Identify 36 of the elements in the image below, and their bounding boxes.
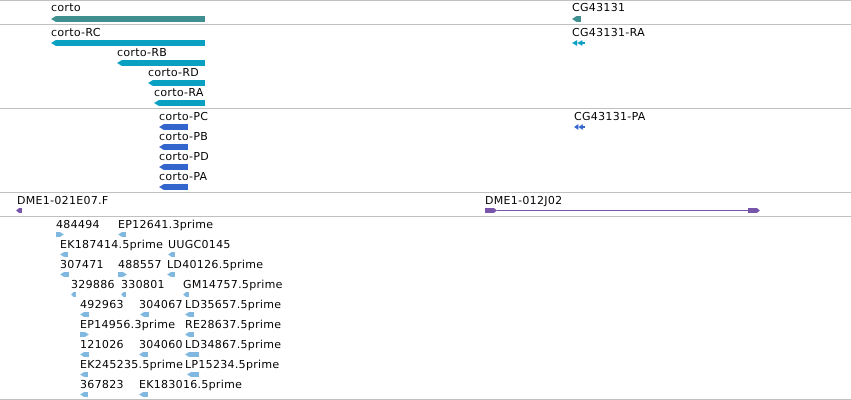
- feature-label: 488557: [118, 259, 162, 271]
- feature-label: EK183016.5prime: [139, 379, 242, 391]
- feature-label: corto-PA: [159, 171, 208, 183]
- feature-label: DME1-021E07.F: [17, 195, 109, 207]
- feature-label: LD40126.5prime: [167, 259, 264, 271]
- feature-label: EK245235.5prime: [80, 359, 184, 371]
- feature-label: corto-PC: [159, 111, 208, 123]
- feature-label: CG43131-PA: [574, 111, 646, 123]
- feature-label: 329886: [71, 279, 115, 291]
- feature-label: corto-RC: [51, 27, 102, 39]
- feature-label: corto-RA: [154, 87, 205, 99]
- feature-label: 304060: [139, 339, 183, 351]
- feature-label: DME1-012J02: [485, 195, 564, 207]
- feature-label: EP14956.3prime: [80, 319, 176, 331]
- feature-label: corto: [51, 2, 82, 14]
- feature-label: 484494: [56, 219, 100, 231]
- feature-label: CG43131: [572, 2, 626, 14]
- feature-label: 492963: [80, 299, 124, 311]
- feature-label: 307471: [60, 259, 104, 271]
- feature-label: EK187414.5prime: [60, 239, 164, 251]
- feature-label: 121026: [80, 339, 124, 351]
- feature-label: corto-RB: [117, 47, 168, 59]
- feature-label: 330801: [121, 279, 165, 291]
- feature-label: 304067: [139, 299, 183, 311]
- feature-label: LP15234.5prime: [185, 359, 280, 371]
- feature-label: LD34867.5prime: [185, 339, 282, 351]
- feature-label: 367823: [80, 379, 124, 391]
- feature-label: EP12641.3prime: [118, 219, 214, 231]
- feature-label: corto-PD: [159, 151, 210, 163]
- feature-label: corto-RD: [148, 67, 200, 79]
- feature-label: corto-PB: [159, 131, 208, 143]
- feature-label: GM14757.5prime: [183, 279, 283, 291]
- feature-label: CG43131-RA: [572, 27, 645, 39]
- feature-label: UUGC0145: [168, 239, 231, 251]
- feature-label: LD35657.5prime: [185, 299, 282, 311]
- feature-label: RE28637.5prime: [185, 319, 282, 331]
